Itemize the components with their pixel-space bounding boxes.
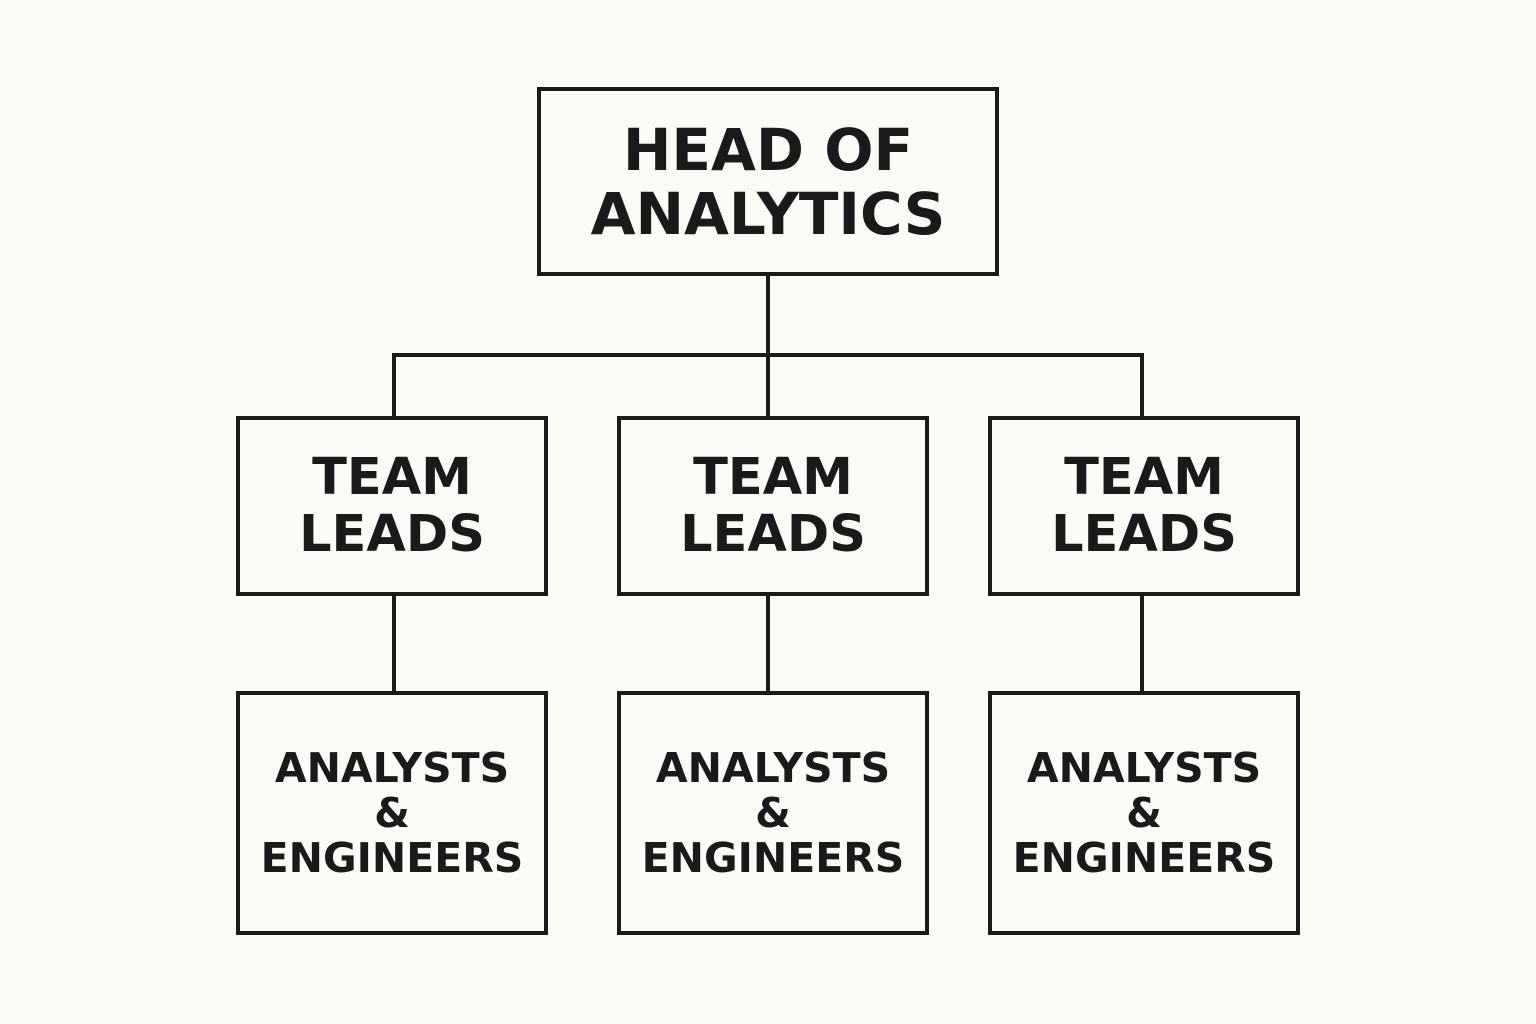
members-label-line-2: & xyxy=(1126,789,1162,837)
team-leads-box-2: TEAM LEADS xyxy=(617,416,929,596)
team-leads-box-1: TEAM LEADS xyxy=(236,416,548,596)
members-label-line-3: ENGINEERS xyxy=(1012,834,1276,882)
members-label-line-2: & xyxy=(374,789,410,837)
analysts-engineers-box-3: ANALYSTS & ENGINEERS xyxy=(988,691,1300,935)
members-label-line-1: ANALYSTS xyxy=(655,744,891,792)
team-leads-label-line-2: LEADS xyxy=(680,505,866,564)
members-label-line-2: & xyxy=(755,789,791,837)
members-label-line-1: ANALYSTS xyxy=(1026,744,1262,792)
root-label-line-2: ANALYTICS xyxy=(590,179,946,248)
team-leads-label-line-1: TEAM xyxy=(312,448,472,507)
head-of-analytics-box: HEAD OF ANALYTICS xyxy=(537,87,999,276)
members-label-line-3: ENGINEERS xyxy=(260,834,524,882)
team-leads-box-3: TEAM LEADS xyxy=(988,416,1300,596)
team-leads-label-line-2: LEADS xyxy=(299,505,485,564)
root-label-line-1: HEAD OF xyxy=(622,115,914,184)
team-leads-label-line-1: TEAM xyxy=(693,448,853,507)
team-leads-label-line-1: TEAM xyxy=(1064,448,1224,507)
members-label-line-3: ENGINEERS xyxy=(641,834,905,882)
team-leads-label-line-2: LEADS xyxy=(1051,505,1237,564)
members-label-line-1: ANALYSTS xyxy=(274,744,510,792)
analysts-engineers-box-1: ANALYSTS & ENGINEERS xyxy=(236,691,548,935)
analysts-engineers-box-2: ANALYSTS & ENGINEERS xyxy=(617,691,929,935)
